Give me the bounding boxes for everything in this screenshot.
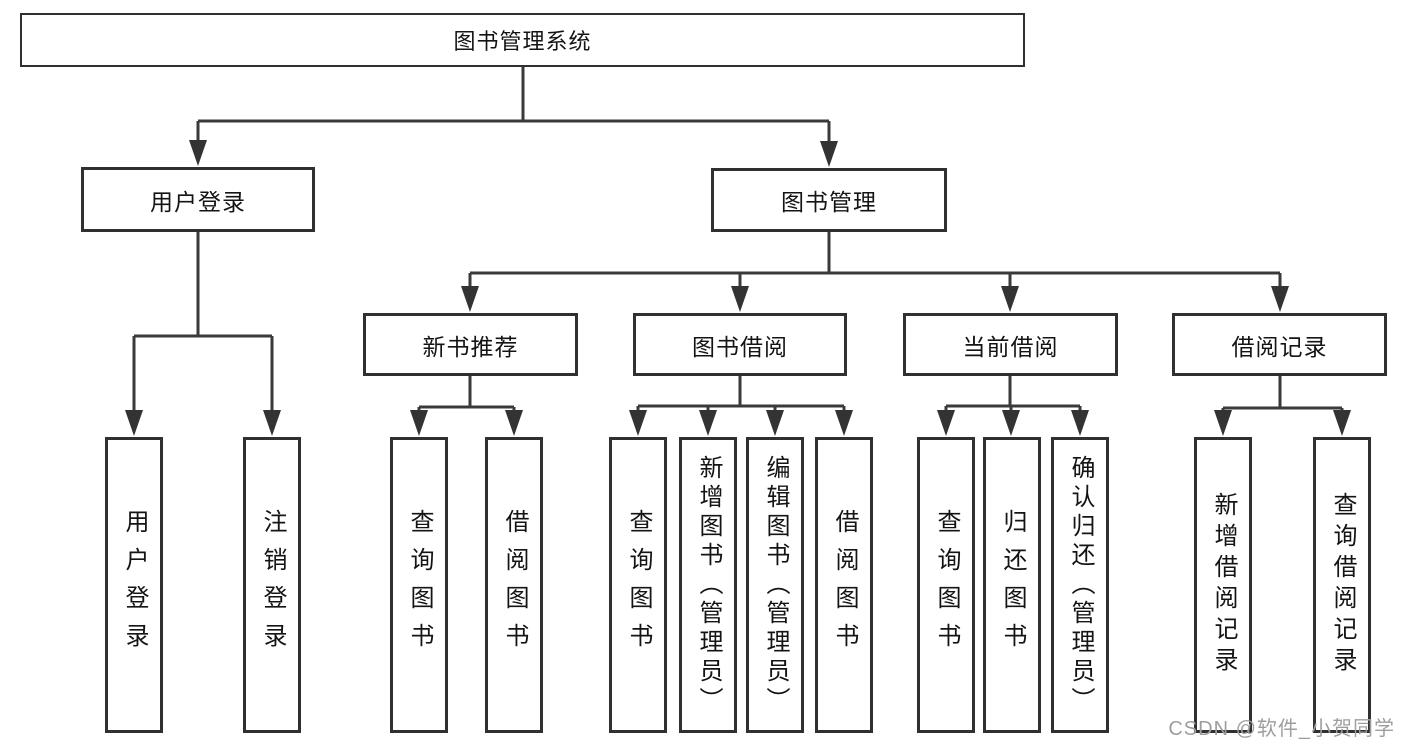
leaf-query-books-2: 查询图书 [609,437,667,733]
node-current-borrowing: 当前借阅 [903,313,1118,376]
leaf-label: 查询图书 [933,509,960,661]
leaf-label: 用户登录 [121,509,148,661]
node-book-management: 图书管理 [711,168,947,232]
leaf-edit-books-admin: 编辑图书（管理员） [746,437,804,733]
leaf-label: 查询图书 [406,509,433,661]
node-label: 当前借阅 [962,333,1059,360]
leaf-query-books-1: 查询图书 [390,437,448,733]
node-label: 新书推荐 [422,333,519,360]
leaf-label: 编辑图书（管理员） [762,454,789,716]
node-label: 图书借阅 [692,333,788,360]
leaf-logout: 注销登录 [243,437,301,733]
leaf-add-books-admin: 新增图书（管理员） [679,437,737,733]
node-library-management-system: 图书管理系统 [20,13,1025,67]
node-book-borrowing: 图书借阅 [633,313,847,376]
leaf-user-login: 用户登录 [105,437,163,733]
leaf-confirm-return-admin: 确认归还（管理员） [1051,437,1109,733]
leaf-return-books: 归还图书 [983,437,1041,733]
leaf-query-borrow-record: 查询借阅记录 [1313,437,1371,733]
leaf-label: 归还图书 [999,509,1026,661]
leaf-add-borrow-record: 新增借阅记录 [1194,437,1252,733]
leaf-label: 借阅图书 [501,509,528,661]
node-label: 图书管理 [781,189,877,215]
leaf-borrow-books-1: 借阅图书 [485,437,543,733]
node-label: 用户登录 [150,188,246,215]
leaf-label: 借阅图书 [831,509,858,661]
leaf-label: 确认归还（管理员） [1067,454,1094,716]
leaf-borrow-books-2: 借阅图书 [815,437,873,733]
node-borrowing-records: 借阅记录 [1172,313,1387,376]
leaf-label: 查询图书 [625,509,652,661]
watermark: CSDN @软件_小贺同学 [1168,718,1395,740]
leaf-query-books-3: 查询图书 [917,437,975,733]
node-user-login: 用户登录 [81,167,315,232]
leaf-label: 查询借阅记录 [1329,492,1356,678]
node-label: 图书管理系统 [453,29,592,54]
node-label: 借阅记录 [1231,333,1328,360]
leaf-label: 注销登录 [259,509,286,661]
leaf-label: 新增借阅记录 [1210,492,1237,678]
node-new-book-recommendation: 新书推荐 [363,313,578,376]
leaf-label: 新增图书（管理员） [695,454,722,716]
